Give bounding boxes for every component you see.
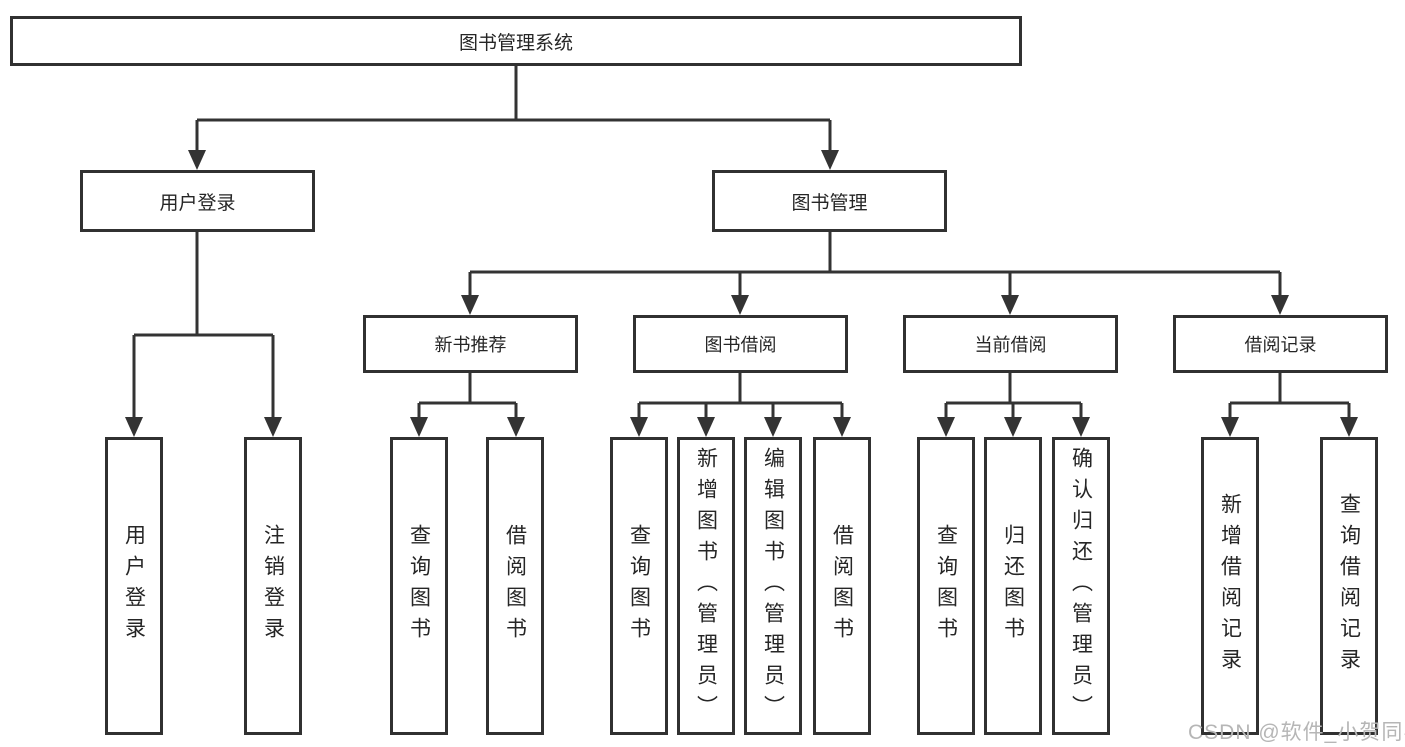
node-label: 新增借阅记录 xyxy=(1218,493,1242,679)
node-leaf-return-book: 归还图书 xyxy=(984,437,1042,735)
node-label: 借阅图书 xyxy=(830,524,854,648)
node-leaf-query-book-2: 查询图书 xyxy=(610,437,668,735)
node-leaf-user-login: 用户登录 xyxy=(105,437,163,735)
node-root-system: 图书管理系统 xyxy=(10,16,1022,66)
node-label: 确认归还（管理员） xyxy=(1069,446,1093,726)
node-book-borrow: 图书借阅 xyxy=(633,315,848,373)
csdn-watermark: CSDN @软件_小贺同学 xyxy=(1188,721,1405,744)
node-label: 新增图书（管理员） xyxy=(694,446,718,726)
node-label: 注销登录 xyxy=(261,524,285,648)
node-leaf-add-borrow-record: 新增借阅记录 xyxy=(1201,437,1259,735)
node-label: 查询图书 xyxy=(407,524,431,648)
node-new-book-recommend: 新书推荐 xyxy=(363,315,578,373)
node-label: 查询图书 xyxy=(934,524,958,648)
node-label: 借阅图书 xyxy=(503,524,527,648)
node-leaf-borrow-book-1: 借阅图书 xyxy=(486,437,544,735)
node-leaf-query-book-1: 查询图书 xyxy=(390,437,448,735)
node-label: 查询图书 xyxy=(627,524,651,648)
node-user-login: 用户登录 xyxy=(80,170,315,232)
node-leaf-borrow-book-2: 借阅图书 xyxy=(813,437,871,735)
node-leaf-query-borrow-record: 查询借阅记录 xyxy=(1320,437,1378,735)
node-leaf-confirm-return-admin: 确认归还（管理员） xyxy=(1052,437,1110,735)
node-borrow-record: 借阅记录 xyxy=(1173,315,1388,373)
node-leaf-query-book-3: 查询图书 xyxy=(917,437,975,735)
node-label: 归还图书 xyxy=(1001,524,1025,648)
node-leaf-logout: 注销登录 xyxy=(244,437,302,735)
node-label: 用户登录 xyxy=(122,524,146,648)
node-label: 编辑图书（管理员） xyxy=(761,446,785,726)
node-label: 查询借阅记录 xyxy=(1337,493,1361,679)
node-leaf-edit-book-admin: 编辑图书（管理员） xyxy=(744,437,802,735)
node-leaf-add-book-admin: 新增图书（管理员） xyxy=(677,437,735,735)
node-current-borrow: 当前借阅 xyxy=(903,315,1118,373)
node-book-management: 图书管理 xyxy=(712,170,947,232)
